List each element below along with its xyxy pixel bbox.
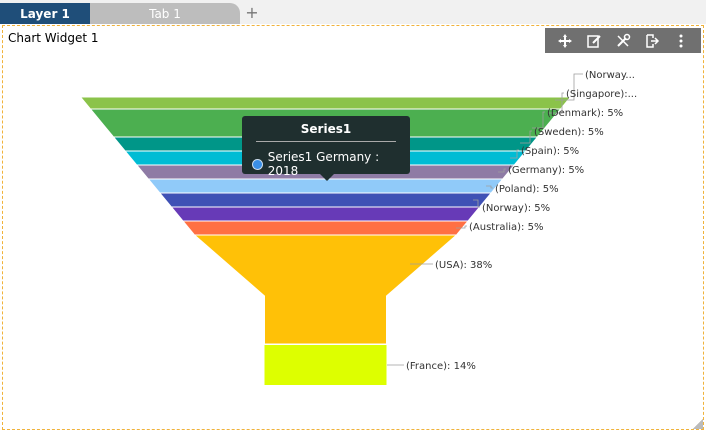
export-icon[interactable] bbox=[643, 32, 661, 50]
funnel-segment[interactable] bbox=[158, 192, 493, 208]
settings-icon[interactable] bbox=[614, 32, 632, 50]
data-label: (Australia): 5% bbox=[469, 222, 543, 233]
move-icon[interactable] bbox=[556, 32, 574, 50]
tab-1[interactable]: Tab 1 bbox=[90, 3, 240, 24]
funnel-segment[interactable] bbox=[264, 345, 387, 385]
data-label: (Sweden): 5% bbox=[534, 127, 604, 138]
leader-line bbox=[555, 73, 583, 101]
tab-layer-1[interactable]: Layer 1 bbox=[0, 3, 90, 24]
leader-line bbox=[498, 168, 506, 173]
funnel-segment[interactable] bbox=[181, 220, 470, 236]
leader-line bbox=[473, 199, 480, 208]
chart-tooltip: Series1 Series1 Germany : 2018 bbox=[242, 116, 410, 181]
data-label: (Norway... bbox=[585, 70, 635, 81]
tooltip-body: Series1 Germany : 2018 bbox=[252, 150, 410, 178]
data-label: (Norway): 5% bbox=[482, 203, 550, 214]
resize-handle[interactable] bbox=[693, 419, 703, 429]
data-label: (Germany): 5% bbox=[508, 165, 584, 176]
more-icon[interactable] bbox=[672, 32, 690, 50]
edit-icon[interactable] bbox=[585, 32, 603, 50]
chart-widget: Chart Widget 1 bbox=[2, 25, 704, 430]
widget-toolbar bbox=[545, 28, 701, 53]
data-label: (Denmark): 5% bbox=[547, 108, 623, 119]
data-label: (Singapore):... bbox=[566, 89, 637, 100]
tab-bar: Layer 1 Tab 1 + bbox=[0, 0, 706, 24]
data-label: (Spain): 5% bbox=[521, 146, 579, 157]
leader-line bbox=[520, 130, 532, 144]
leader-line bbox=[548, 92, 564, 114]
leader-line bbox=[532, 111, 545, 129]
leader-line bbox=[486, 185, 493, 189]
funnel-segment[interactable] bbox=[193, 234, 458, 345]
tooltip-divider bbox=[256, 141, 396, 142]
data-label: (France): 14% bbox=[406, 361, 476, 372]
tooltip-text: Series1 Germany : 2018 bbox=[267, 150, 380, 178]
leader-line bbox=[510, 149, 519, 159]
funnel-segment[interactable] bbox=[147, 178, 504, 194]
leader-line bbox=[456, 225, 467, 229]
add-tab-icon[interactable]: + bbox=[245, 2, 259, 22]
tooltip-title: Series1 bbox=[300, 122, 352, 136]
data-label: (Poland): 5% bbox=[495, 184, 559, 195]
funnel-segment[interactable] bbox=[170, 206, 481, 222]
widget-title: Chart Widget 1 bbox=[8, 31, 99, 45]
series-marker-icon bbox=[252, 158, 263, 170]
funnel-segment[interactable] bbox=[79, 96, 572, 110]
data-label: (USA): 38% bbox=[435, 260, 492, 271]
